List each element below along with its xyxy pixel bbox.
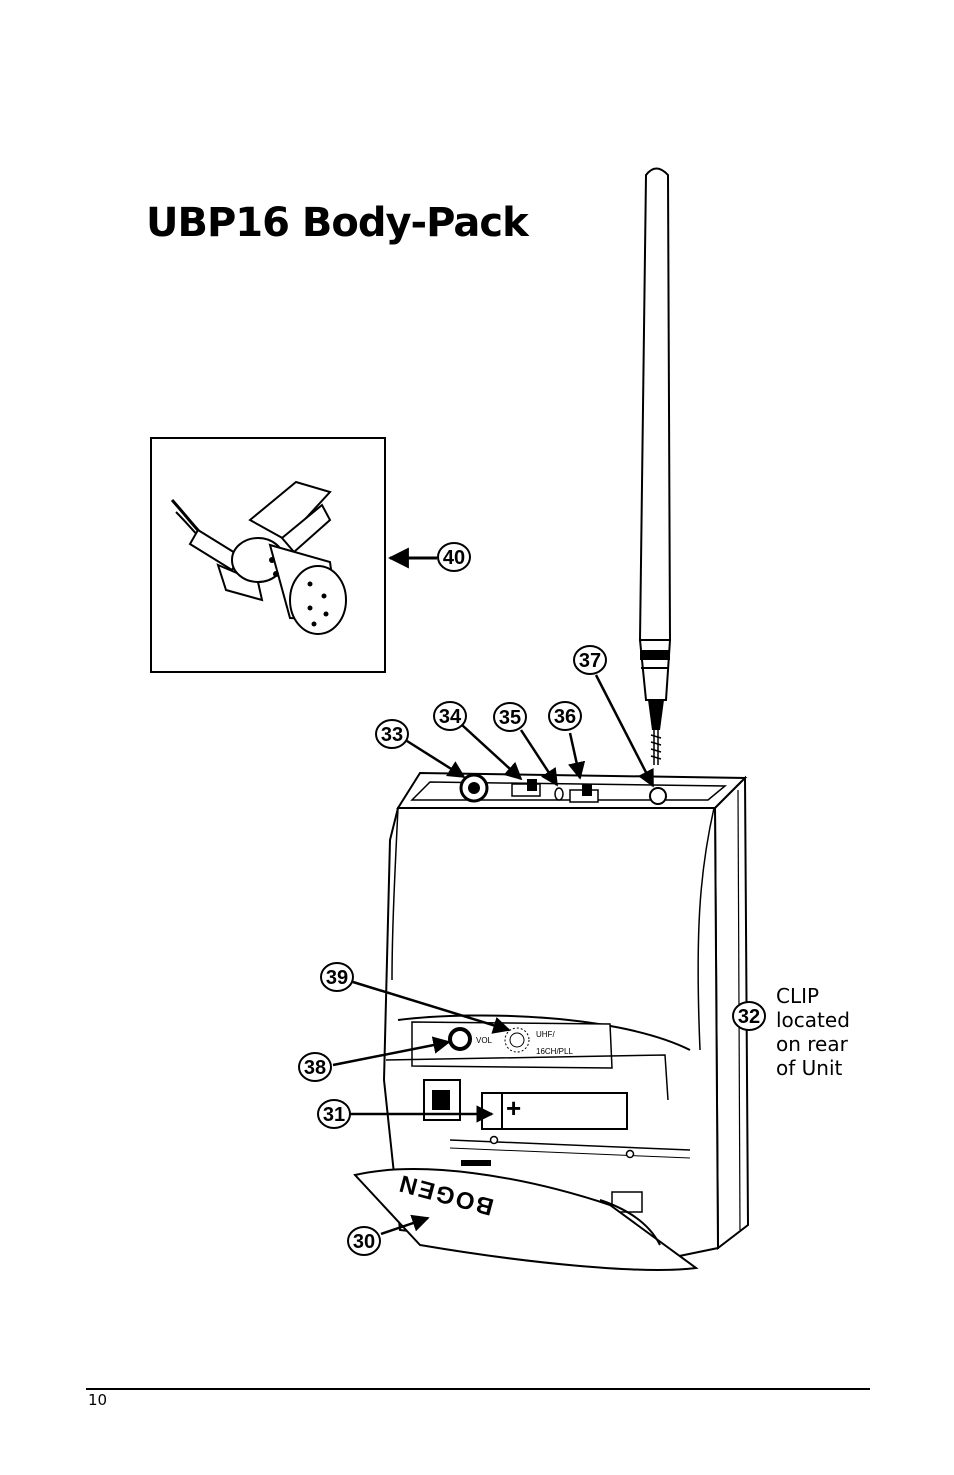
body-pack-housing bbox=[353, 771, 750, 1271]
svg-text:32: 32 bbox=[738, 1006, 760, 1028]
callout-39: 39 bbox=[320, 962, 354, 992]
battery-plus-label: + bbox=[506, 1093, 521, 1123]
callout-35: 35 bbox=[493, 702, 527, 732]
svg-text:36: 36 bbox=[554, 706, 576, 728]
svg-text:30: 30 bbox=[353, 1231, 375, 1253]
band-label: UHF/ bbox=[536, 1030, 555, 1039]
callout-37: 37 bbox=[573, 645, 607, 675]
antenna bbox=[638, 167, 672, 765]
clip-note-line: CLIP bbox=[776, 984, 820, 1008]
lavalier-mic-inset bbox=[150, 437, 386, 673]
callout-36: 36 bbox=[548, 701, 582, 731]
clip-note: CLIP located on rear of Unit bbox=[776, 984, 850, 1080]
callout-31: 31 bbox=[317, 1099, 351, 1129]
callout-34: 34 bbox=[433, 701, 467, 731]
channels-label: 16CH/PLL bbox=[536, 1047, 573, 1056]
clip-note-line: on rear bbox=[776, 1032, 848, 1056]
svg-text:31: 31 bbox=[323, 1104, 345, 1126]
svg-text:35: 35 bbox=[499, 707, 521, 729]
svg-text:34: 34 bbox=[439, 706, 462, 728]
clip-note-line: of Unit bbox=[776, 1056, 843, 1080]
svg-text:40: 40 bbox=[443, 547, 465, 569]
footer-rule bbox=[86, 1388, 870, 1390]
callout-38: 38 bbox=[298, 1052, 332, 1082]
page-number: 10 bbox=[88, 1391, 108, 1409]
clip-note-line: located bbox=[776, 1008, 850, 1032]
callout-33: 33 bbox=[375, 719, 409, 749]
callout-32: 32 bbox=[732, 1001, 766, 1031]
callout-40: 40 bbox=[437, 542, 471, 572]
vol-label: VOL bbox=[476, 1036, 493, 1045]
callout-30: 30 bbox=[347, 1226, 381, 1256]
svg-text:38: 38 bbox=[304, 1057, 326, 1079]
svg-text:39: 39 bbox=[326, 967, 348, 989]
leader-lines bbox=[332, 547, 655, 1236]
svg-text:37: 37 bbox=[579, 650, 601, 672]
page-title: UBP16 Body-Pack bbox=[146, 200, 529, 246]
svg-text:33: 33 bbox=[381, 724, 403, 746]
